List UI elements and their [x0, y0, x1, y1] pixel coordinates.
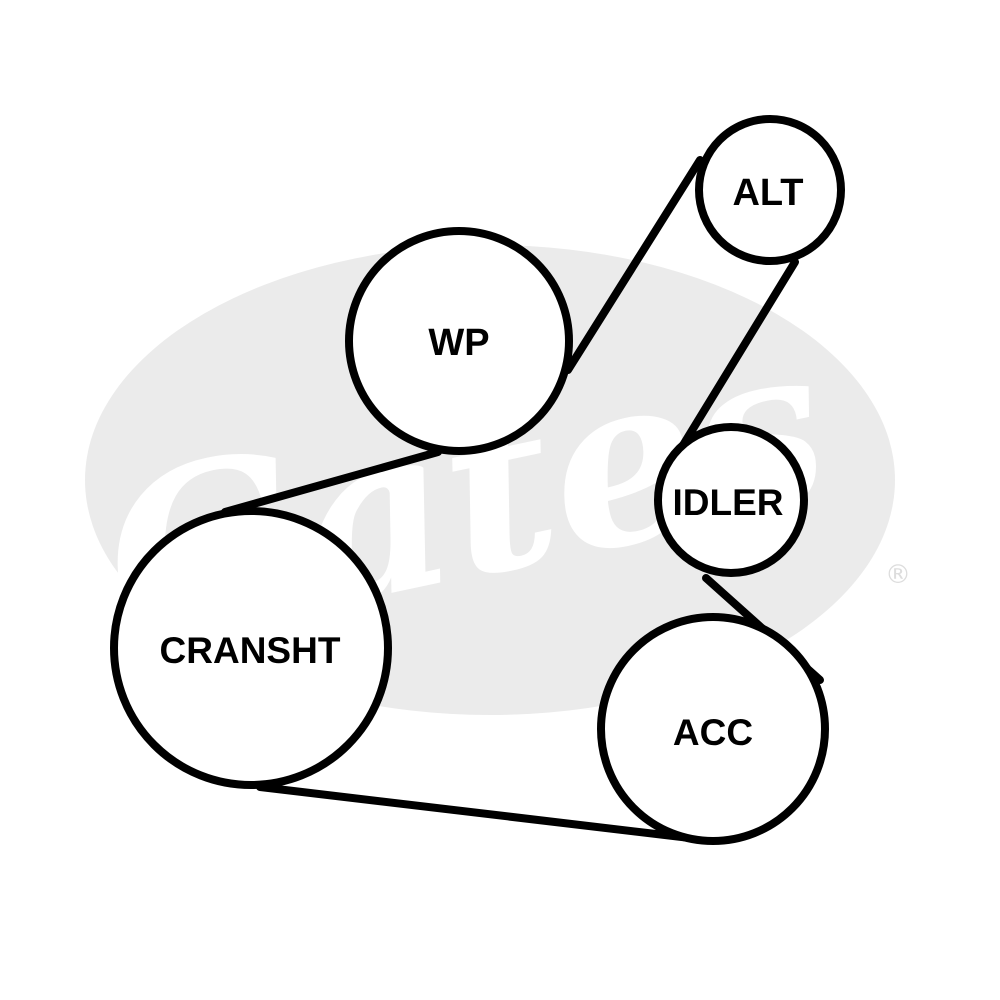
pulley-circle	[654, 423, 808, 577]
belt-span-wp-alt	[564, 156, 704, 374]
pulley-circle	[695, 115, 845, 265]
pulley-acc: ACC	[597, 613, 829, 845]
pulley-label-idler: IDLER	[673, 482, 784, 523]
belt-span-alt-idler	[673, 258, 799, 459]
pulley-label-cransht: CRANSHT	[160, 630, 341, 671]
pulley-label-alt: ALT	[732, 172, 803, 214]
pulley-cransht: CRANSHT	[110, 507, 392, 789]
pulley-label-acc: ACC	[673, 712, 753, 753]
pulley-alt: ALT	[695, 115, 845, 265]
belt-span-cransht-wp	[221, 448, 442, 516]
pulley-idler: IDLER	[654, 423, 808, 577]
pulley-label-wp: WP	[428, 322, 489, 364]
belt-span-acc-cransht	[256, 783, 694, 842]
registered-trademark-mark: ®	[885, 560, 911, 590]
pulley-circle	[597, 613, 829, 845]
pulley-circle	[110, 507, 392, 789]
pulley-wp: WP	[345, 227, 573, 455]
pulley-circle	[345, 227, 573, 455]
